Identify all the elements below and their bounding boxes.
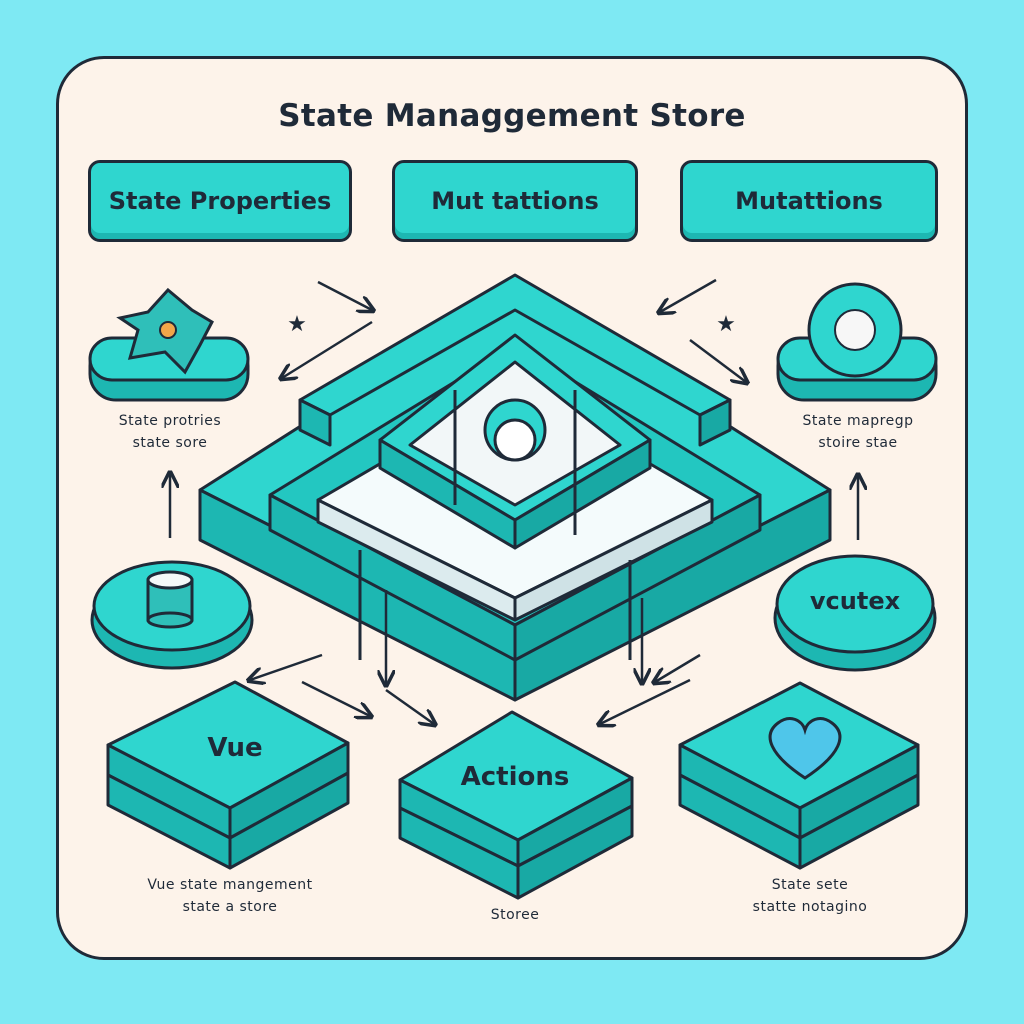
central-store-stack [198,273,832,702]
vcutex-ellipse [773,554,937,672]
vcutex-label: vcutex [809,587,901,615]
right-caption-line-1: State mapregp [802,413,914,429]
star-dot [159,321,177,339]
sphere-icon [834,309,876,351]
bottom-right-caption-line-1: State sete [771,877,849,893]
right-caption: State mapregp stoire stae [768,410,948,454]
small-star-icon: ★ [287,312,307,337]
right-caption-line-2: stoire stae [818,435,898,451]
central-sphere-icon [493,418,537,462]
diagram-title: State Managgement Store [278,98,746,134]
bottom-center-caption: Storee [490,907,540,923]
mutations-box-1: Mut tattions [392,160,638,242]
left-caption: State protries state sore [80,410,260,454]
actions-block [398,710,634,900]
state-properties-box: State Properties [88,160,352,242]
left-caption-line-1: State protries [118,413,222,429]
bottom-left-caption: Vue state mangement state a store [100,874,360,918]
left-caption-line-2: state sore [132,435,208,451]
flow-arrows [170,278,858,724]
bottom-left-caption-line-1: Vue state mangement [147,877,313,893]
mutations-box-2: Mutattions [680,160,938,242]
cylinder-icon [146,570,194,629]
vue-label: Vue [207,733,263,763]
vue-block [106,680,350,870]
small-star-icon: ★ [716,312,736,337]
bottom-left-caption-line-2: state a store [182,899,278,915]
heart-icon [768,717,842,780]
actions-label: Actions [460,762,570,792]
bottom-right-caption: State sete statte notagino [700,874,920,918]
bottom-right-caption-line-2: statte notagino [752,899,868,915]
